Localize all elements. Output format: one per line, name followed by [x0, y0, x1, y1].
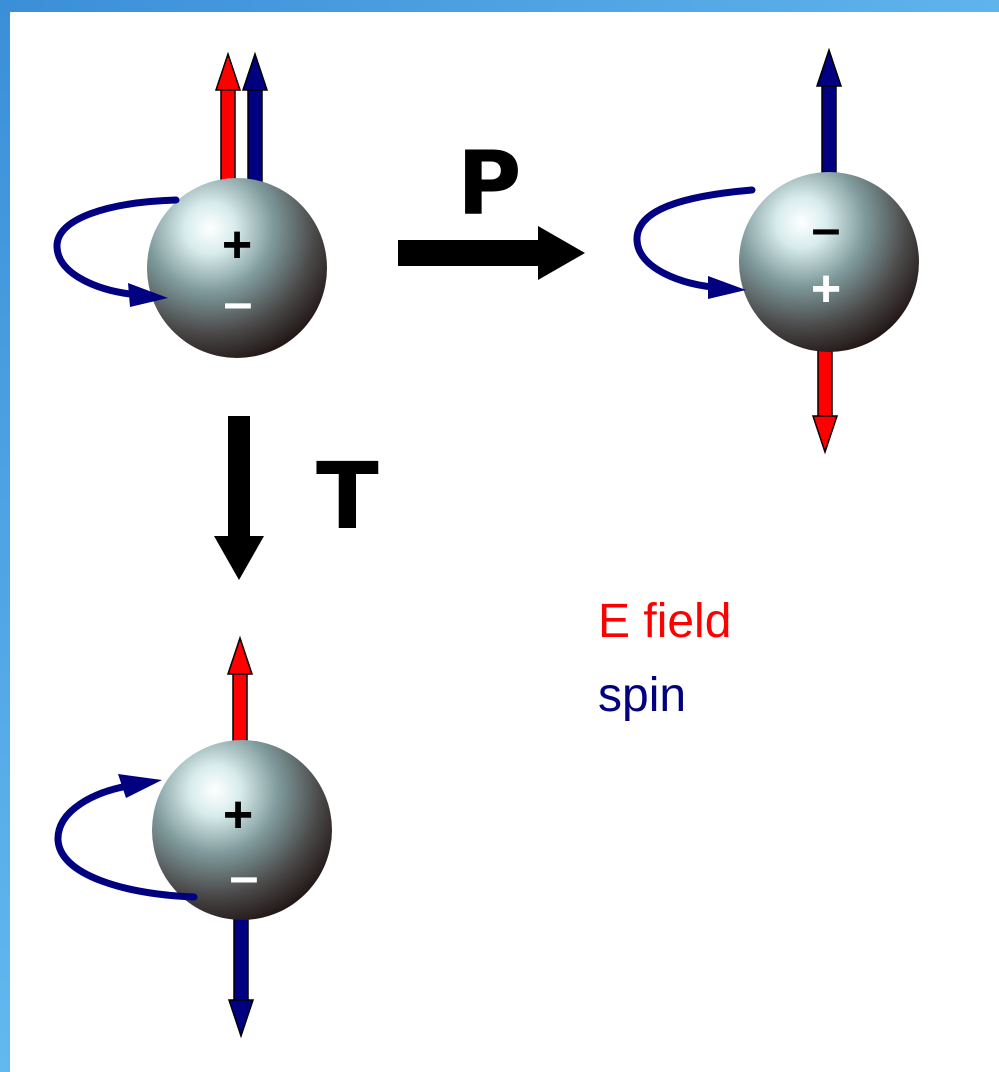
spin-arrow-down: [227, 899, 255, 1039]
e-field-arrow-up: [214, 51, 242, 185]
spin-arrow-up: [815, 47, 843, 189]
rotation-arrow: [53, 196, 180, 307]
rotation-arrow: [54, 774, 198, 901]
bottom-charge-sign: +: [811, 260, 841, 318]
particle-sphere: [147, 178, 327, 358]
spin-arrow-up: [241, 51, 269, 185]
time-reversal-operator-arrow: [214, 416, 264, 580]
bottom-charge-sign: –: [230, 848, 259, 906]
top-charge-sign: +: [223, 786, 253, 844]
left-frame-border: [0, 0, 10, 1072]
legend-spin: spin: [598, 669, 687, 722]
top-frame-border: [0, 0, 999, 12]
legend-e-field: E field: [598, 595, 732, 648]
top-charge-sign: +: [222, 216, 252, 274]
top-charge-sign: –: [812, 200, 841, 258]
original-particle: + –: [53, 51, 327, 358]
time-reversed-particle: + –: [54, 635, 332, 1039]
particle-sphere: [739, 172, 919, 352]
rotation-arrow: [633, 186, 756, 299]
parity-label: P: [457, 132, 522, 235]
parity-particle: – +: [633, 47, 919, 455]
particle-sphere: [152, 740, 332, 920]
time-reversal-label: T: [316, 443, 379, 550]
parity-operator-arrow: [398, 226, 585, 280]
bottom-charge-sign: –: [224, 274, 253, 332]
